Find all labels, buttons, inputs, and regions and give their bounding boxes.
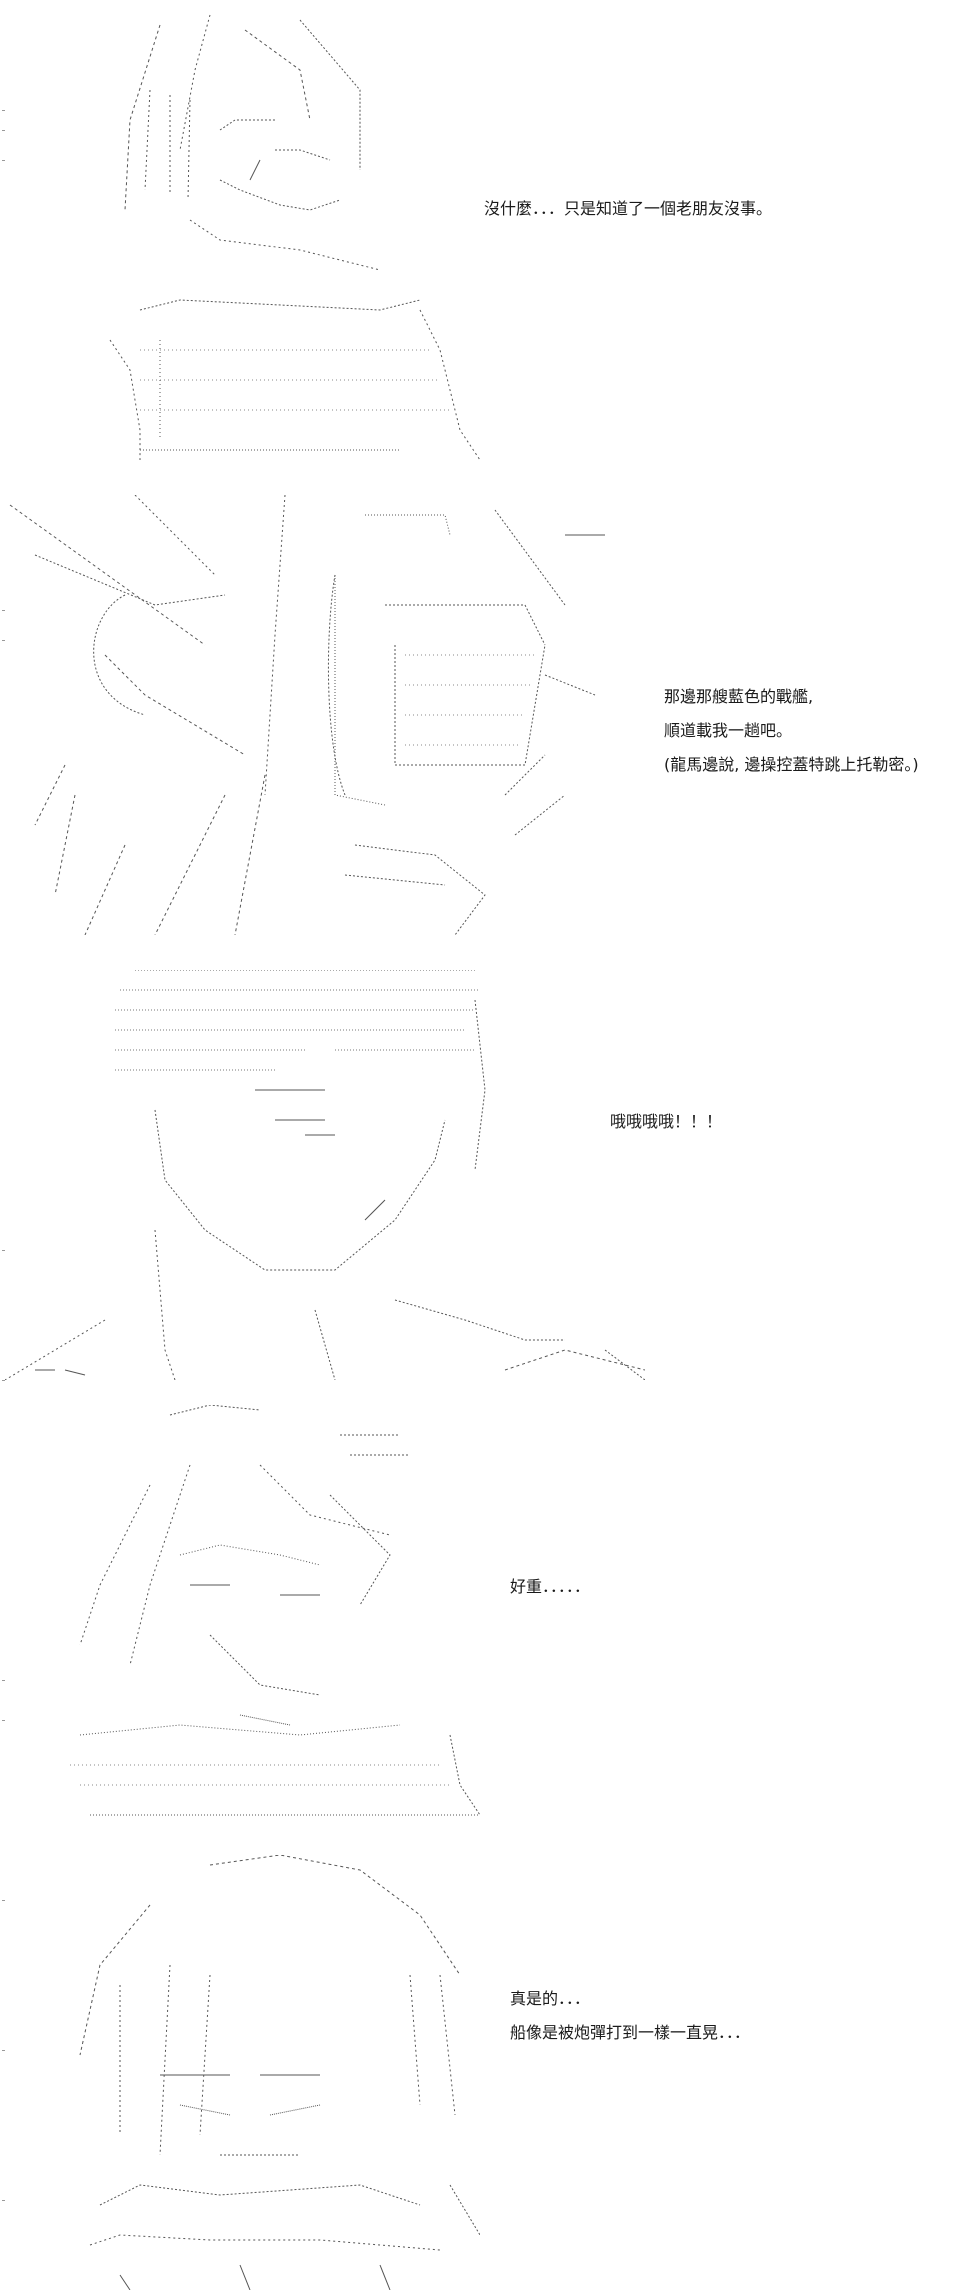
panel-5-ascii-art [60,1855,480,2290]
caption-line: 哦哦哦哦！！！ [610,1112,723,1131]
panel-4-caption: 好重．．．．． [510,1570,590,1604]
panel-2-ascii-art [5,495,605,935]
edge-tick [2,1380,5,1381]
edge-tick [2,160,5,161]
panel-1-ascii-art [100,10,520,465]
edge-tick [2,110,5,111]
caption-line: (龍馬邊說, 邊操控蓋特跳上托勒密。) [664,755,919,774]
edge-tick [2,1720,5,1721]
edge-tick [2,2200,5,2201]
edge-tick [2,1250,5,1251]
caption-line: 那邊那艘藍色的戰艦, [664,687,814,706]
panel-1-caption: 沒什麼．．．只是知道了一個老朋友沒事。 [484,192,772,226]
edge-tick [2,130,5,131]
caption-line: 好重．．．．． [510,1577,591,1596]
edge-tick [2,1680,5,1681]
panel-3: 哦哦哦哦！！！ [0,965,975,1385]
caption-line: 順道載我一趟吧。 [664,721,793,740]
panel-2-caption: 那邊那艘藍色的戰艦, 順道載我一趟吧。 (龍馬邊說, 邊操控蓋特跳上托勒密。) [664,680,919,782]
caption-line: 真是的．．． [510,1989,591,2008]
panel-4-ascii-art [60,1405,500,1825]
panel-2: 那邊那艘藍色的戰艦, 順道載我一趟吧。 (龍馬邊說, 邊操控蓋特跳上托勒密。) [0,490,975,950]
panel-3-ascii-art [5,970,645,1380]
caption-line: 船像是被炮彈打到一樣一直晃．．． [510,2023,751,2042]
panel-4: 好重．．．．． [0,1400,975,1830]
panel-5-caption: 真是的．．． 船像是被炮彈打到一樣一直晃．．． [510,1982,750,2050]
page-edge-marks [0,0,8,2295]
edge-tick [2,2050,5,2051]
panel-3-caption: 哦哦哦哦！！！ [610,1105,722,1139]
panel-1: 沒什麼．．．只是知道了一個老朋友沒事。 [0,0,975,470]
panel-5: 真是的．．． 船像是被炮彈打到一樣一直晃．．． [0,1850,975,2295]
edge-tick [2,1900,5,1901]
caption-line: 沒什麼．．．只是知道了一個老朋友沒事。 [484,199,773,218]
edge-tick [2,640,5,641]
edge-tick [2,610,5,611]
